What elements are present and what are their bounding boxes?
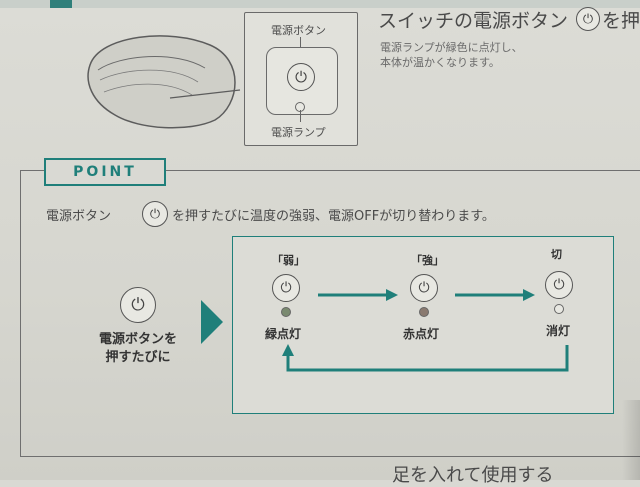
lamp-label-red: 赤点灯 [403, 327, 440, 341]
description-line-1: 電源ランプが緑色に点灯し、 [380, 41, 523, 54]
point-tag: POINT [44, 158, 166, 186]
power-icon: ⏻ [545, 271, 573, 299]
lamp-indicator-off [554, 304, 564, 314]
arrow-right-icon [318, 289, 398, 301]
cycle-panel [232, 236, 614, 414]
header-tab-mark [50, 0, 72, 8]
state-label-off: 切 [551, 248, 562, 261]
page-edge-shadow [622, 400, 640, 480]
power-icon: ⏻ [576, 7, 600, 31]
power-button-caption: 電源ボタン [271, 24, 326, 37]
state-label-strong: 「強」 [411, 254, 444, 267]
section-heading: スイッチの電源ボタン [378, 10, 569, 32]
next-section-heading: 足を入れて使用する [392, 465, 554, 486]
power-icon: ⏻ [142, 201, 168, 227]
section-heading-trailing: を押 [602, 10, 640, 32]
lamp-indicator-red [419, 307, 429, 317]
power-button-icon: ⏻ [120, 287, 156, 323]
left-label-line-2: 押すたびに [105, 350, 171, 365]
point-intro-before: 電源ボタン [46, 209, 112, 224]
power-icon: ⏻ [272, 274, 300, 302]
lamp-indicator-green [281, 307, 291, 317]
arrow-right-icon [455, 289, 535, 301]
header-band [0, 0, 640, 8]
lamp-caption-line [300, 110, 301, 122]
next-arrow-icon [201, 300, 223, 344]
lamp-label-off: 消灯 [546, 324, 571, 338]
power-icon: ⏻ [287, 63, 315, 91]
foot-warmer-illustration [87, 35, 241, 129]
power-icon: ⏻ [410, 274, 438, 302]
left-label-line-1: 電源ボタンを [98, 332, 177, 347]
state-label-weak: 「弱」 [272, 254, 305, 267]
description-line-2: 本体が温かくなります。 [380, 56, 500, 69]
caption-line [300, 37, 301, 49]
point-box [20, 170, 640, 457]
lamp-label-green: 緑点灯 [265, 327, 302, 341]
power-lamp-caption: 電源ランプ [271, 126, 326, 139]
return-arrow-icon [282, 344, 569, 372]
point-intro-after: を押すたびに温度の強弱、電源OFFが切り替わります。 [172, 209, 495, 224]
